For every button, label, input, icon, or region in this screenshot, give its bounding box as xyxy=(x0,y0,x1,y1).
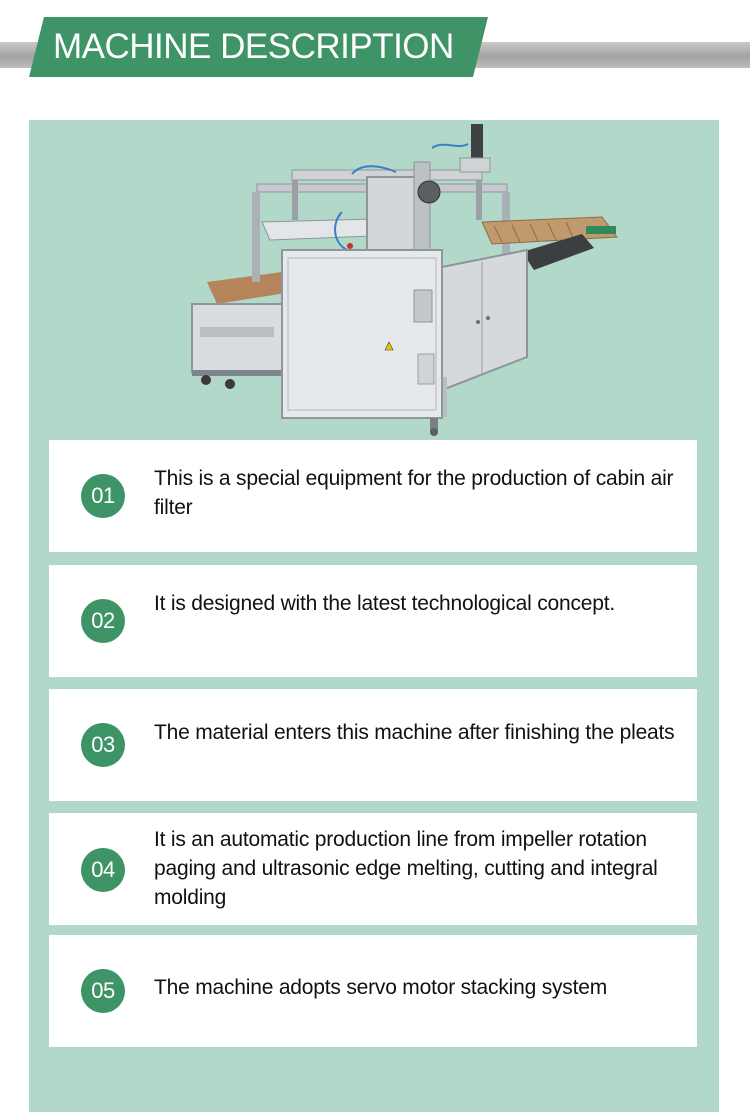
feature-number-badge: 02 xyxy=(81,599,125,643)
feature-card-04: 04 It is an automatic production line fr… xyxy=(49,813,697,925)
machine-left-conveyor xyxy=(207,272,292,304)
machine-belt xyxy=(522,234,594,270)
feature-text: It is an automatic production line from … xyxy=(154,828,658,909)
machine-image xyxy=(191,124,618,436)
machine-cylinder xyxy=(471,124,483,160)
page-title: MACHINE DESCRIPTION xyxy=(53,27,454,66)
feature-number-badge: 03 xyxy=(81,723,125,767)
title-banner xyxy=(29,17,488,77)
feature-number-badge: 04 xyxy=(81,848,125,892)
machine-wheel xyxy=(201,375,211,385)
machine-main-cabinet xyxy=(281,249,443,419)
feature-number-badge: 05 xyxy=(81,969,125,1013)
feature-card-03: 03 The material enters this machine afte… xyxy=(49,689,697,801)
feature-text: This is a special equipment for the prod… xyxy=(154,467,674,519)
machine-column xyxy=(366,176,418,253)
feature-text: The material enters this machine after f… xyxy=(154,721,675,744)
feature-number-badge: 01 xyxy=(81,474,125,518)
feature-card-01: 01 This is a special equipment for the p… xyxy=(49,440,697,552)
machine-left-base xyxy=(191,303,283,373)
feature-text: It is designed with the latest technolog… xyxy=(154,592,616,615)
feature-text: The machine adopts servo motor stacking … xyxy=(154,976,607,999)
machine-right-cabinet xyxy=(441,248,528,392)
feature-card-02: 02 It is designed with the latest techno… xyxy=(49,565,697,677)
feature-card-05: 05 The machine adopts servo motor stacki… xyxy=(49,935,697,1047)
